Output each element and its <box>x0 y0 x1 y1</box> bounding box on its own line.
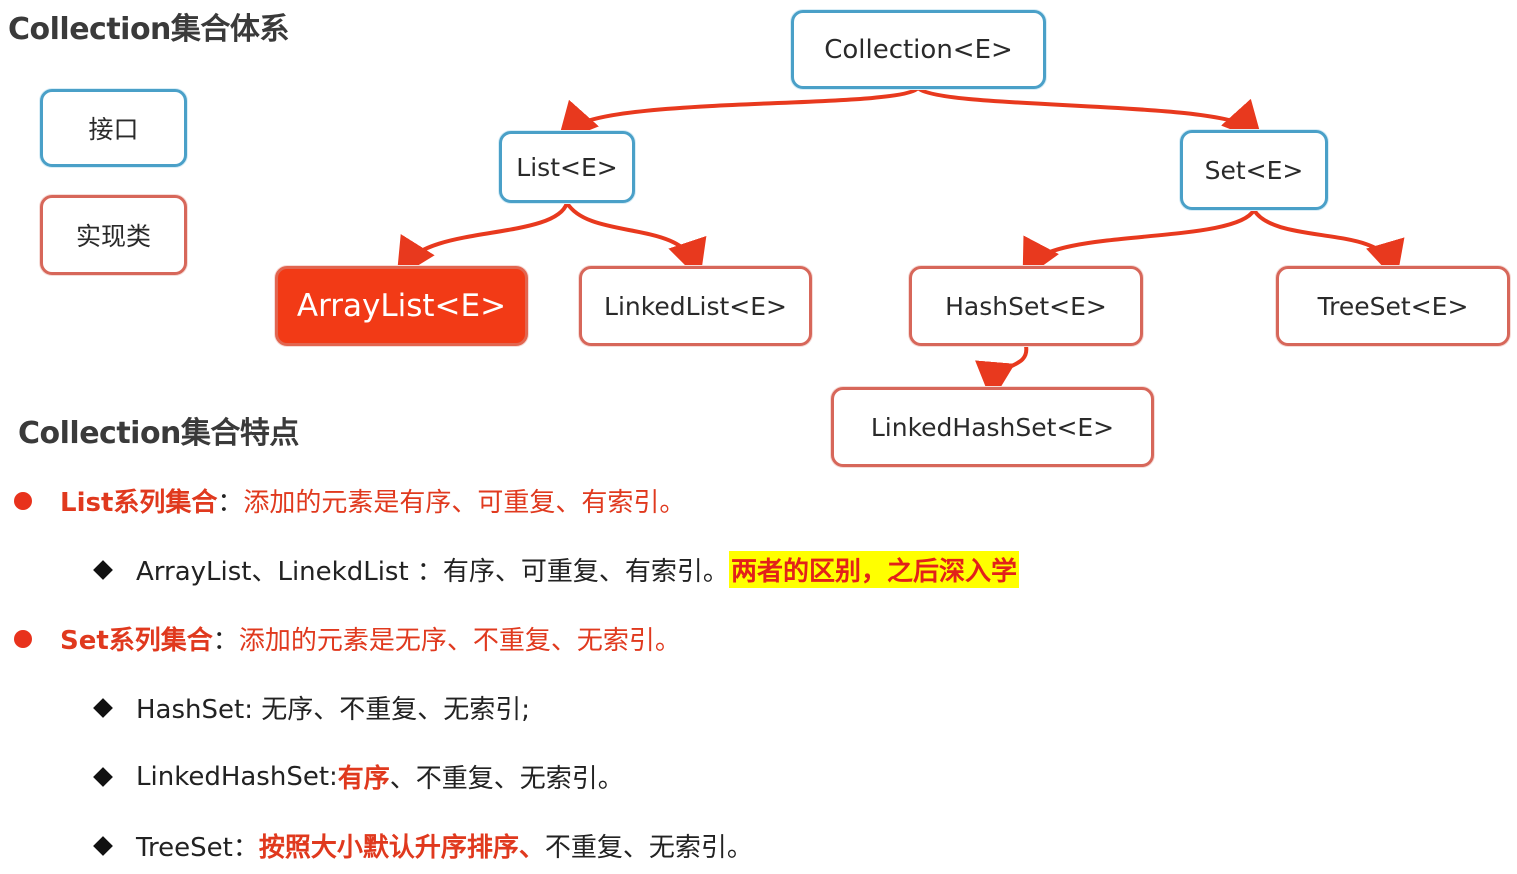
node-linkedhashset: LinkedHashSet<E> <box>831 387 1154 467</box>
diamond-bullet <box>93 697 113 718</box>
edge-set-treeset <box>1252 208 1405 282</box>
diagram-title: Collection集合体系 <box>8 12 289 47</box>
treeset-row: TreeSet： 按照大小默认升序排序、 不重复、无索引。 <box>92 827 753 864</box>
list-sub-row: ArrayList、LinekdList ：有序、可重复、有索引。 两者的区别，… <box>92 551 1019 588</box>
hashset-row: HashSet: 无序、不重复、无索引; <box>92 689 530 726</box>
diamond-bullet <box>93 766 113 787</box>
diamond-bullet <box>93 835 113 856</box>
node-list: List<E> <box>499 131 635 203</box>
node-linkedlist: LinkedList<E> <box>579 266 812 346</box>
list-colon: ： <box>217 488 244 518</box>
list-sub-highlight: 两者的区别，之后深入学 <box>728 551 1019 588</box>
diamond-bullet <box>93 559 113 580</box>
set-colon: ： <box>212 626 239 656</box>
node-arraylist: ArrayList<E> <box>275 266 528 346</box>
list-feature-row: List系列集合 ： 添加的元素是有序、可重复、有索引。 <box>14 482 685 519</box>
edge-list-linkedlist <box>565 201 707 281</box>
linkedhashset-prefix: LinkedHashSet: <box>136 761 338 792</box>
list-label: List系列集合 <box>60 488 218 518</box>
list-sub-text: ArrayList、LinekdList ：有序、可重复、有索引。 <box>136 557 729 587</box>
treeset-prefix: TreeSet： <box>136 833 259 863</box>
set-feature-row: Set系列集合 ： 添加的元素是无序、不重复、无索引。 <box>14 620 681 657</box>
linkedhashset-emph: 有序 <box>337 764 390 794</box>
treeset-suffix: 不重复、无索引。 <box>544 833 753 863</box>
edge-collection-set <box>916 86 1263 142</box>
legend-interface: 接口 <box>40 89 187 167</box>
set-desc: 添加的元素是无序、不重复、无索引。 <box>238 626 681 656</box>
linkedhashset-row: LinkedHashSet: 有序 、不重复、无索引。 <box>92 758 624 795</box>
edge-hashset-linkedhashset <box>975 344 1029 402</box>
features-title: Collection集合特点 <box>18 416 299 451</box>
node-set: Set<E> <box>1180 130 1328 210</box>
node-collection: Collection<E> <box>791 10 1046 89</box>
legend-implementation: 实现类 <box>40 195 187 275</box>
bullet-dot <box>14 491 32 510</box>
node-hashset: HashSet<E> <box>909 266 1143 346</box>
hashset-text: HashSet: 无序、不重复、无索引; <box>136 695 530 725</box>
list-desc: 添加的元素是有序、可重复、有索引。 <box>243 488 686 518</box>
edge-set-hashset <box>1022 208 1256 281</box>
treeset-emph: 按照大小默认升序排序、 <box>258 833 545 863</box>
edge-list-arraylist <box>396 201 569 279</box>
node-treeset: TreeSet<E> <box>1276 266 1510 346</box>
edge-collection-list <box>557 86 920 143</box>
bullet-dot <box>14 629 32 648</box>
set-label: Set系列集合 <box>60 626 213 656</box>
linkedhashset-suffix: 、不重复、无索引。 <box>389 764 624 794</box>
